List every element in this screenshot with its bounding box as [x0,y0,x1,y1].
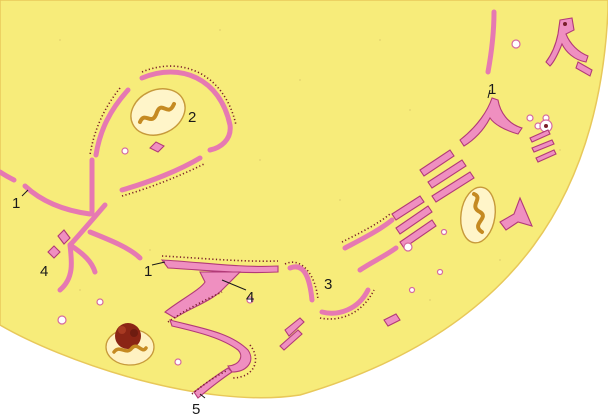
vesicle-d [175,359,181,365]
label-1-left: 1 [12,195,20,212]
label-3: 3 [324,276,332,293]
label-4-left: 4 [40,263,48,280]
label-2: 2 [188,109,196,126]
vesicle-h [442,230,447,235]
label-1-mid: 1 [144,263,152,280]
vesicle-c [97,299,103,305]
vesicle-g [438,270,443,275]
vesicle-b [58,316,66,324]
vesicle-f [410,288,415,293]
vesicle-a [122,148,128,154]
label-4-mid: 4 [246,289,254,306]
label-5: 5 [192,401,200,418]
label-1-top: 1 [488,81,496,98]
